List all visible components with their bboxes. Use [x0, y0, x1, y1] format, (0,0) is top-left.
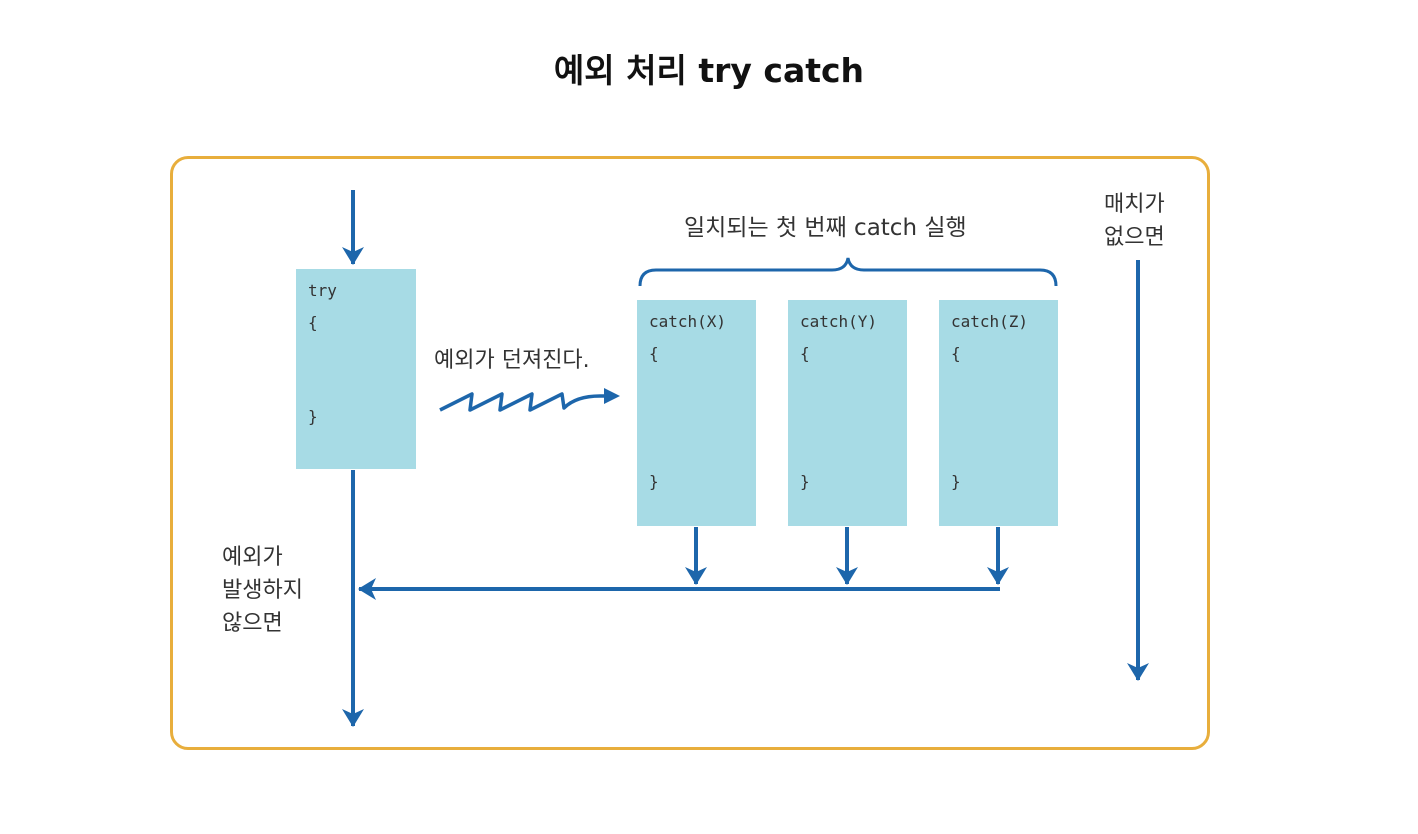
catch-x-block: catch(X) { } — [637, 300, 756, 526]
catch-z-close-brace: } — [951, 472, 961, 491]
catch-brace — [638, 257, 1058, 287]
catch-x-header: catch(X) — [649, 312, 727, 331]
catch-z-block: catch(Z) { } — [939, 300, 1058, 526]
no-exception-label: 예외가 발생하지 않으면 — [222, 541, 303, 640]
catch-z-open-brace: { — [951, 344, 961, 363]
catch-y-block: catch(Y) { } — [788, 300, 907, 526]
thrown-label: 예외가 던져진다. — [434, 348, 590, 373]
diagram-frame — [170, 156, 1210, 750]
catch-x-close-brace: } — [649, 472, 659, 491]
thrown-arrowhead — [604, 388, 620, 404]
no-exception-line-3: 않으면 — [222, 611, 283, 636]
catch-y-header: catch(Y) — [800, 312, 878, 331]
catch-z-header: catch(Z) — [951, 312, 1029, 331]
page-title: 예외 처리 try catch — [553, 51, 865, 90]
try-block: try { } — [296, 269, 416, 469]
thrown-zigzag-arrow — [439, 392, 616, 412]
catch-y-close-brace: } — [800, 472, 810, 491]
no-match-line-2: 없으면 — [1104, 225, 1165, 250]
no-match-line-1: 매치가 — [1104, 192, 1165, 217]
no-exception-line-2: 발생하지 — [222, 578, 303, 603]
try-close-brace: } — [308, 407, 318, 426]
no-match-label: 매치가 없으면 — [1104, 188, 1165, 254]
no-exception-line-1: 예외가 — [222, 545, 283, 570]
try-keyword: try — [308, 281, 337, 300]
try-open-brace: { — [308, 313, 318, 332]
first-match-label: 일치되는 첫 번째 catch 실행 — [684, 215, 967, 241]
catch-y-open-brace: { — [800, 344, 810, 363]
catch-x-open-brace: { — [649, 344, 659, 363]
